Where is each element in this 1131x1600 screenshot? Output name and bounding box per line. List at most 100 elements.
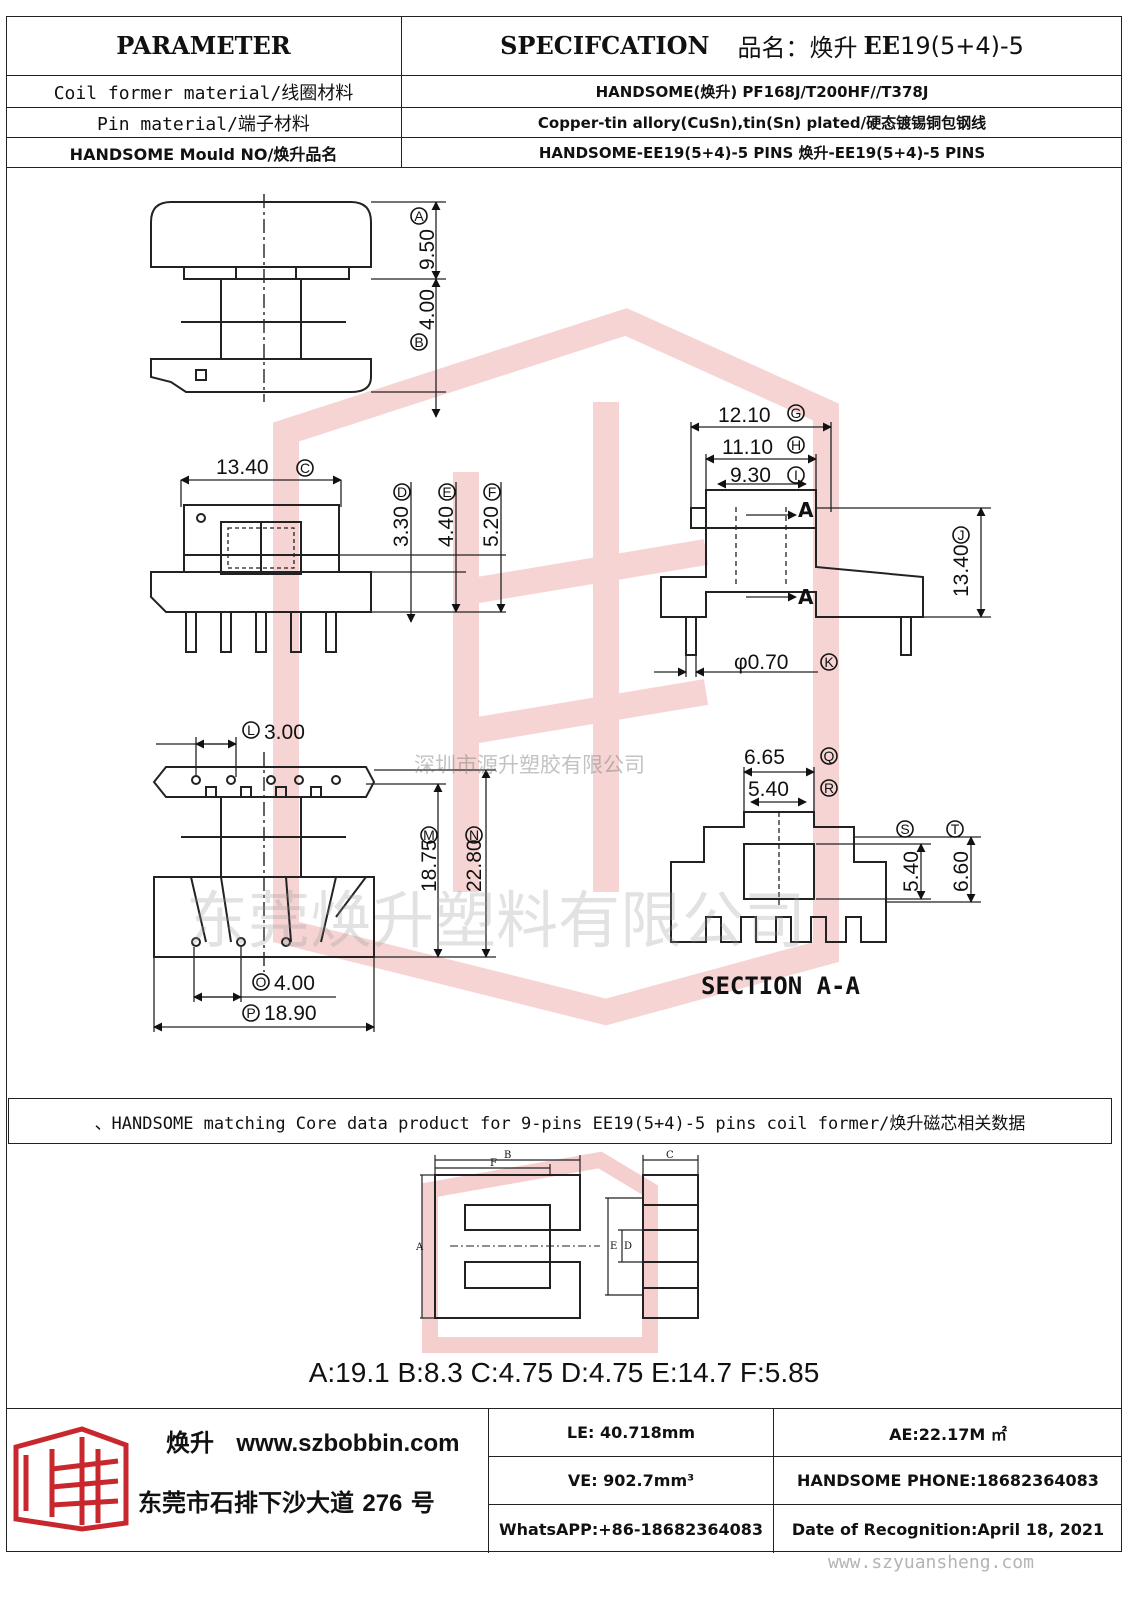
dim-n: 22.80 <box>463 839 486 892</box>
marker-q: Q <box>824 748 835 764</box>
marker-m: M <box>423 827 435 843</box>
table-row: HANDSOME Mould NO/焕升品名 HANDSOME-EE19(5+4… <box>6 138 1122 168</box>
address-number: 276 <box>362 1490 403 1517</box>
dim-r: 5.40 <box>748 778 789 801</box>
reference-markers <box>242 207 970 1022</box>
coil-material-label: Coil former material/线圈材料 <box>6 76 402 107</box>
product-code-bold: EE <box>863 31 901 60</box>
dim-c: 13.40 <box>216 456 269 479</box>
dim-g: 12.10 <box>718 404 771 427</box>
marker-r: R <box>824 780 834 796</box>
core-dimension-letters: A B C D E F <box>415 1150 674 1253</box>
dim-i: 9.30 <box>730 464 771 487</box>
marker-k: K <box>824 654 834 670</box>
watermark-company-large: 东莞焕升塑料有限公司 <box>186 884 806 957</box>
bottom-view <box>152 737 496 1032</box>
marker-e: E <box>442 484 451 500</box>
dim-a: 9.50 <box>416 229 439 270</box>
marker-b: B <box>414 334 423 350</box>
dim-p: 18.90 <box>264 1002 317 1025</box>
e-core-side <box>642 1174 699 1319</box>
dim-h: 11.10 <box>722 436 773 459</box>
core-dimension-values: A:19.1 B:8.3 C:4.75 D:4.75 E:14.7 F:5.85 <box>308 1357 820 1388</box>
marker-i: I <box>794 467 798 483</box>
dim-s: 5.40 <box>900 851 923 892</box>
technical-drawing: 9.50 4.00 13.40 3.30 4.40 5.20 12.10 11.… <box>150 194 991 1032</box>
marker-d: D <box>397 484 407 500</box>
footer-website: www.szbobbin.com <box>236 1430 460 1457</box>
dim-f: 5.20 <box>480 506 503 547</box>
whatsapp-contact: WhatsAPP:+86-18682364083 <box>488 1505 774 1553</box>
top-view <box>150 194 446 418</box>
pin-material-value: Copper-tin allory(CuSn),tin(Sn) plated/硬… <box>537 114 987 132</box>
product-code-rest: 19(5+4)-5 <box>900 31 1024 60</box>
dim-b: 4.00 <box>416 289 439 330</box>
e-core-front <box>434 1174 581 1319</box>
dim-j: 13.40 <box>950 544 973 597</box>
dim-l: 3.00 <box>264 721 305 744</box>
spec-sheet-border <box>6 16 1122 1552</box>
footer-brand-line: 焕升 www.szbobbin.com <box>166 1423 459 1458</box>
mould-no-value: HANDSOME-EE19(5+4)-5 PINS 焕升-EE19(5+4)-5… <box>538 144 986 162</box>
section-arrow-top: A <box>798 498 814 522</box>
spec-title: SPECIFCATION <box>500 31 710 60</box>
marker-t: T <box>951 821 960 837</box>
coil-material-value: HANDSOME(焕升) PF168J/T200HF//T378J <box>595 83 929 101</box>
dim-q: 6.65 <box>744 746 785 769</box>
core-shape-drawing: A B C D E F <box>415 1150 699 1353</box>
core-letter-a: A <box>415 1242 424 1253</box>
reference-marker-letters: A B C D E F G H I J K L M N O P Q R S T <box>246 208 964 1021</box>
table-row: Coil former material/线圈材料 HANDSOME(焕升) P… <box>6 76 1122 108</box>
table-row: Pin material/端子材料 Copper-tin allory(CuSn… <box>6 108 1122 138</box>
dim-k: φ0.70 <box>734 651 789 674</box>
marker-s: S <box>900 821 909 837</box>
ae-value: AE:22.17M ㎡ <box>774 1409 1122 1457</box>
product-brand: 焕升 <box>809 34 858 62</box>
core-letter-f: F <box>490 1158 497 1169</box>
marker-a: A <box>414 208 424 224</box>
core-letter-d: D <box>624 1241 632 1252</box>
section-title: SECTION A-A <box>701 972 860 1000</box>
marker-o: O <box>256 974 267 990</box>
marker-l: L <box>247 722 255 738</box>
core-letter-b: B <box>504 1150 511 1161</box>
parameter-heading: PARAMETER <box>6 16 402 75</box>
site-watermark: www.szyuansheng.com <box>828 1552 1034 1573</box>
pin-material-label: Pin material/端子材料 <box>6 108 402 137</box>
watermark-logo <box>273 308 839 1026</box>
le-value: LE: 40.718mm <box>488 1409 774 1457</box>
core-watermark-logo <box>422 1151 658 1353</box>
address-suffix: 号 <box>410 1489 435 1517</box>
section-a-a-view <box>670 767 981 943</box>
marker-c: C <box>300 460 310 476</box>
marker-h: H <box>791 437 801 453</box>
core-letter-c: C <box>666 1150 674 1161</box>
dim-d: 3.30 <box>390 506 413 547</box>
dim-o: 4.00 <box>274 972 315 995</box>
front-view <box>150 475 506 653</box>
marker-g: G <box>791 405 802 421</box>
section-arrow-bottom: A <box>798 585 814 609</box>
footer-brand: 焕升 <box>166 1429 214 1457</box>
marker-j: J <box>958 527 965 543</box>
ve-value: VE: 902.7mm³ <box>488 1457 774 1505</box>
dim-t: 6.60 <box>950 851 973 892</box>
marker-f: F <box>488 484 497 500</box>
footer: 焕升 www.szbobbin.com 东莞市石排下沙大道 276 号 LE: … <box>6 1408 1122 1553</box>
footer-address: 东莞市石排下沙大道 276 号 <box>138 1483 435 1518</box>
dim-e: 4.40 <box>435 506 458 547</box>
core-letter-e: E <box>610 1241 617 1252</box>
product-label: 品名： <box>737 34 810 62</box>
handsome-phone: HANDSOME PHONE:18682364083 <box>774 1457 1122 1505</box>
recognition-date: Date of Recognition:April 18, 2021 <box>791 1519 1105 1539</box>
watermark-company-small: 深圳市源升塑胶有限公司 <box>414 753 645 777</box>
side-view <box>654 422 991 677</box>
marker-n: N <box>469 827 479 843</box>
core-data-heading: 、HANDSOME matching Core data product for… <box>8 1098 1112 1144</box>
marker-p: P <box>246 1005 255 1021</box>
dimension-labels: 9.50 4.00 13.40 3.30 4.40 5.20 12.10 11.… <box>216 229 973 1025</box>
mould-no-label: HANDSOME Mould NO/焕升品名 <box>6 138 402 167</box>
address-prefix: 东莞市石排下沙大道 <box>138 1489 354 1517</box>
